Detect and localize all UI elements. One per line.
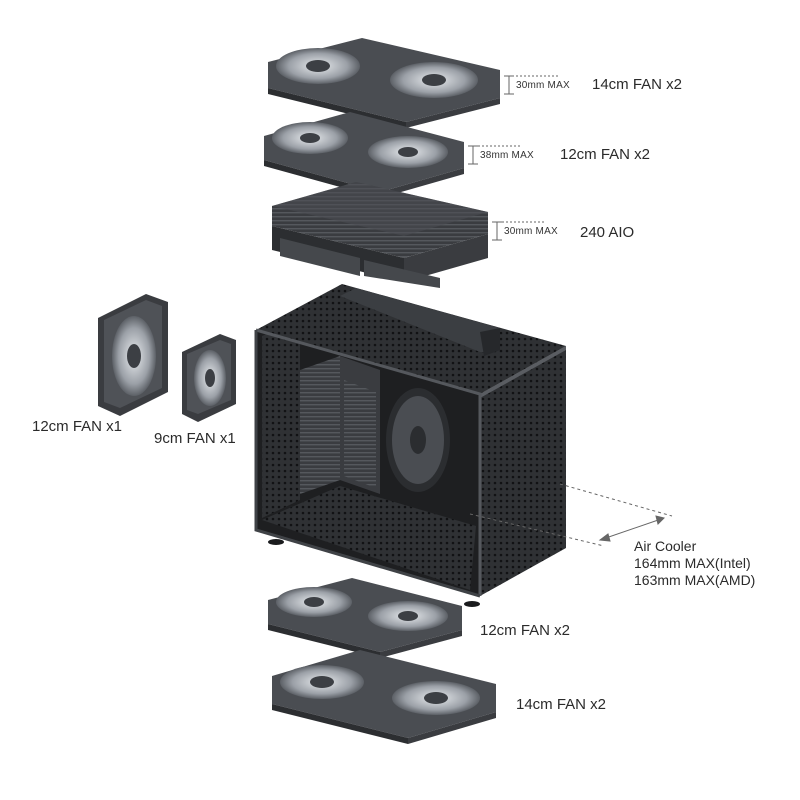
bottom-fan-lower-label: 14cm FAN x2: [516, 696, 607, 713]
top-14cm-fans: [268, 38, 500, 128]
dimension-markers: [468, 75, 560, 241]
air-cooler-title: Air Cooler: [634, 538, 697, 554]
bottom-12cm-fans: [268, 578, 462, 658]
second-fan-height-label: 38mm MAX: [480, 150, 534, 161]
bottom-fan-upper-label: 12cm FAN x2: [480, 622, 571, 639]
side-fan-large-label: 12cm FAN x1: [32, 418, 123, 435]
top-fan-label: 14cm FAN x2: [592, 76, 683, 93]
second-12cm-fans: [264, 112, 464, 198]
aio-radiator: [272, 182, 488, 288]
second-fan-label: 12cm FAN x2: [560, 146, 651, 163]
air-cooler-height-guide: [469, 483, 673, 547]
side-fan-small-label: 9cm FAN x1: [154, 430, 236, 447]
aio-height-label: 30mm MAX: [504, 226, 558, 237]
top-fan-height-label: 30mm MAX: [516, 80, 570, 91]
side-9cm-fan: [182, 334, 236, 422]
case-chassis: [254, 284, 566, 607]
aio-label: 240 AIO: [580, 224, 635, 241]
air-cooler-intel: 164mm MAX(Intel): [634, 555, 751, 571]
side-12cm-fan: [98, 294, 168, 416]
air-cooler-amd: 163mm MAX(AMD): [634, 572, 756, 588]
bottom-14cm-fans: [272, 650, 496, 744]
air-cooler-spec: Air Cooler 164mm MAX(Intel) 163mm MAX(AM…: [634, 538, 755, 589]
